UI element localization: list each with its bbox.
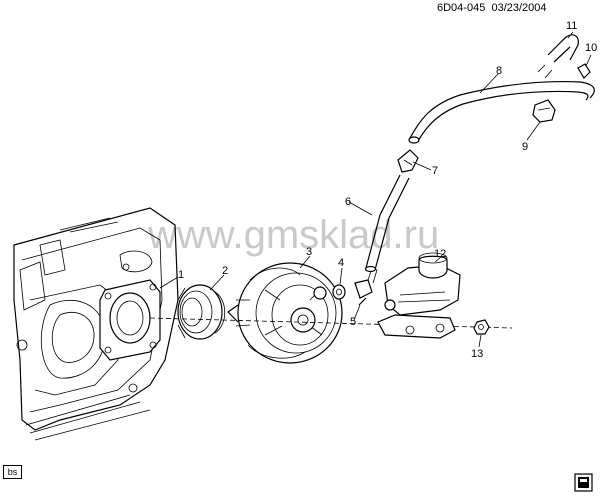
callout-6: 6 [345,196,351,208]
part-7-fitting [397,149,419,173]
callout-9: 9 [522,141,528,153]
part-2-seal [177,284,226,340]
callout-3: 3 [306,246,312,258]
part-13-nut [473,319,490,335]
part-11-elbow-hose [537,34,579,79]
part-10-clamp [577,63,591,79]
callout-5: 5 [350,316,356,328]
callout-2: 2 [222,265,228,277]
callout-4: 4 [338,257,344,269]
part-3-brake-booster [227,262,343,364]
callout-1: 1 [178,269,184,281]
callout-10: 10 [585,42,597,54]
badge: bs [3,465,22,479]
callout-12: 12 [434,248,446,260]
gm-logo-icon [574,473,593,492]
callout-labels: 1 2 3 4 5 6 7 8 9 10 11 12 13 [178,20,597,360]
callout-8: 8 [496,65,502,77]
part-5-check-valve [354,267,378,306]
watermark: www.gmsklad.ru [148,213,440,257]
part-6-vacuum-hose [364,174,410,273]
callout-11: 11 [566,20,577,32]
assembly-centerline [149,317,513,329]
drawing-header: 6D04-045 03/23/2004 [437,2,547,14]
drawing-date: 03/23/2004 [491,2,547,14]
part-4-grommet [332,284,346,300]
drawing-code: 6D04-045 [437,2,486,14]
part-12-master-cylinder [377,252,461,339]
part-9-connector [532,99,556,123]
callout-13: 13 [471,348,483,360]
firewall-panel [13,207,179,441]
part-8-hose [408,80,595,144]
leader-lines [159,31,592,348]
callout-7: 7 [432,165,438,177]
part-1-gasket-plate [99,279,161,361]
